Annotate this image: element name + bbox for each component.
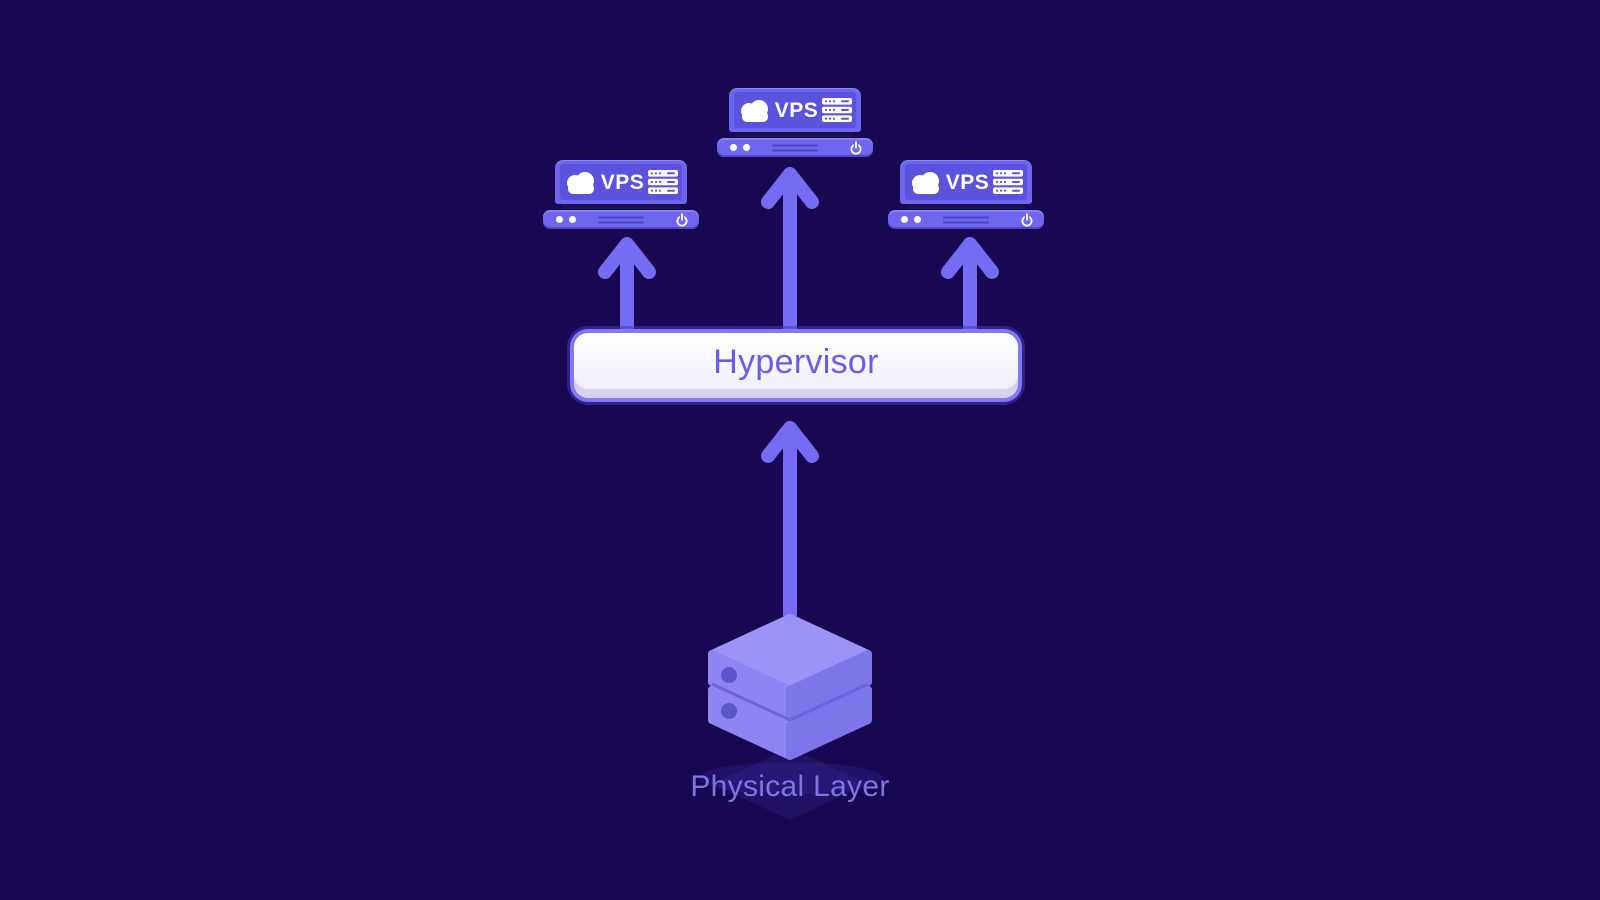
server-unit-top [708,614,872,722]
led-dots [901,216,921,223]
physical-layer-label: Physical Layer [690,770,890,803]
laptop-screen: VPS [729,88,861,132]
arrow-hypervisor-to-vps-right [941,237,999,336]
vps-node-center: VPS [717,88,873,157]
cloud-icon [911,171,939,194]
led-dots [730,144,750,151]
server-rack-icon [993,170,1024,194]
laptop-base [717,138,873,157]
arrow-physical-to-hypervisor [761,421,819,621]
server-reflection [712,748,868,820]
cloud-icon [740,99,768,122]
laptop-hinge [562,204,680,210]
server-rack-icon [822,98,853,122]
base-grill-lines [598,216,644,223]
laptop-base [888,210,1044,229]
hypervisor-label: Hypervisor [713,343,879,381]
server-shadow [698,762,882,794]
vps-label: VPS [945,170,990,194]
laptop-screen: VPS [900,160,1032,204]
hypervisor-node: Hypervisor [570,329,1022,402]
laptop-base [543,210,699,229]
led-dots [556,216,576,223]
server-led-top [721,667,737,683]
laptop-screen-content: VPS [734,92,856,128]
arrow-hypervisor-to-vps-center [761,167,819,336]
laptop-screen: VPS [555,160,687,204]
power-icon [850,140,862,154]
vps-node-right: VPS [888,160,1044,229]
laptop-screen-content: VPS [905,164,1027,200]
server-rack-icon [648,170,679,194]
vps-label: VPS [774,98,819,122]
server-stack-illustration [698,614,882,820]
base-grill-lines [772,144,818,151]
server-led-bottom [721,703,737,719]
laptop-hinge [736,132,854,138]
vps-node-left: VPS [543,160,699,229]
power-icon [676,212,688,226]
laptop-hinge [907,204,1025,210]
arrow-hypervisor-to-vps-left [598,237,656,336]
vps-label: VPS [600,170,645,194]
power-icon [1021,212,1033,226]
laptop-screen-content: VPS [560,164,682,200]
base-grill-lines [943,216,989,223]
cloud-icon [566,171,594,194]
